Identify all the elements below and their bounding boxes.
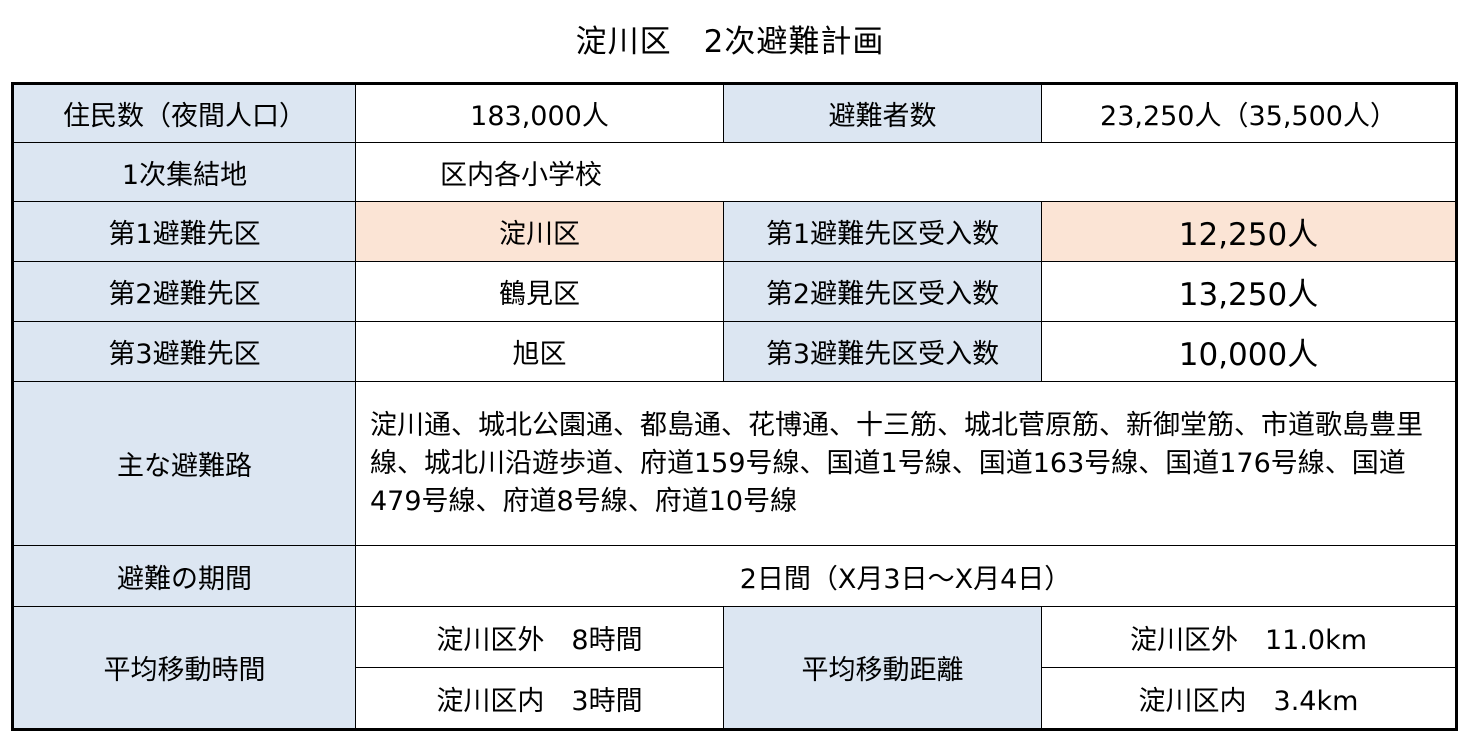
primary-assembly-value: 区内各小学校 <box>355 142 1457 202</box>
dest1-value: 淀川区 <box>355 201 724 262</box>
table-row: 主な避難路 淀川通、城北公園通、都島通、花博通、十三筋、城北菅原筋、新御堂筋、市… <box>12 381 1457 546</box>
avg-distance-inside: 淀川区内 3.4km <box>1041 667 1457 730</box>
dest3-label: 第3避難先区 <box>12 321 356 382</box>
avg-time-label: 平均移動時間 <box>12 606 356 730</box>
routes-label: 主な避難路 <box>12 381 356 546</box>
table-row: 第1避難先区 淀川区 第1避難先区受入数 12,250人 <box>12 201 1457 262</box>
evacuees-value: 23,250人（35,500人） <box>1041 83 1457 143</box>
evacuees-label: 避難者数 <box>723 83 1042 143</box>
period-value: 2日間（X月3日～X月4日） <box>355 545 1457 607</box>
table-row: 避難の期間 2日間（X月3日～X月4日） <box>12 545 1457 607</box>
population-value: 183,000人 <box>355 83 724 143</box>
population-label: 住民数（夜間人口） <box>12 83 356 143</box>
table-row: 平均移動時間 淀川区外 8時間 平均移動距離 淀川区外 11.0km <box>12 606 1457 730</box>
table-row: 1次集結地 区内各小学校 <box>12 142 1457 202</box>
avg-time-inside: 淀川区内 3時間 <box>355 667 724 730</box>
page-title: 淀川区 2次避難計画 <box>575 24 885 60</box>
dest1-capacity-label: 第1避難先区受入数 <box>723 201 1042 262</box>
dest2-value: 鶴見区 <box>355 261 724 322</box>
avg-time-outside: 淀川区外 8時間 <box>355 606 724 668</box>
primary-assembly-label: 1次集結地 <box>12 142 356 202</box>
table-row: 第3避難先区 旭区 第3避難先区受入数 10,000人 <box>12 321 1457 382</box>
period-label: 避難の期間 <box>12 545 356 607</box>
dest3-capacity-label: 第3避難先区受入数 <box>723 321 1042 382</box>
dest2-capacity-label: 第2避難先区受入数 <box>723 261 1042 322</box>
avg-distance-outside: 淀川区外 11.0km <box>1041 606 1457 668</box>
table-row: 淀川区内 3時間 淀川区内 3.4km <box>13 667 1457 730</box>
dest3-value: 旭区 <box>355 321 724 382</box>
evacuation-plan-table: 住民数（夜間人口） 183,000人 避難者数 23,250人（35,500人）… <box>11 82 1458 731</box>
dest3-capacity-value: 10,000人 <box>1041 321 1457 382</box>
dest1-label: 第1避難先区 <box>12 201 356 262</box>
dest1-capacity-value: 12,250人 <box>1041 201 1457 262</box>
dest2-label: 第2避難先区 <box>12 261 356 322</box>
table-row: 第2避難先区 鶴見区 第2避難先区受入数 13,250人 <box>12 261 1457 322</box>
dest2-capacity-value: 13,250人 <box>1041 261 1457 322</box>
avg-distance-label: 平均移動距離 <box>723 606 1042 730</box>
routes-value: 淀川通、城北公園通、都島通、花博通、十三筋、城北菅原筋、新御堂筋、市道歌島豊里線… <box>355 381 1457 546</box>
table-row: 住民数（夜間人口） 183,000人 避難者数 23,250人（35,500人） <box>12 83 1457 143</box>
